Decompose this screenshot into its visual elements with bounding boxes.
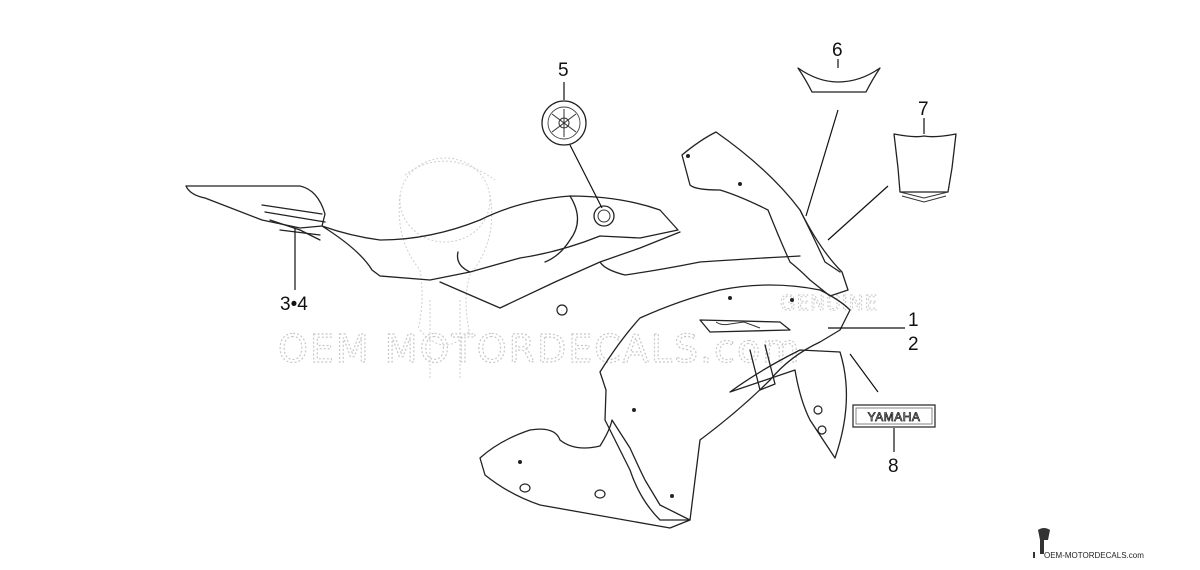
callout-1: 1: [908, 310, 919, 331]
footer-logo: OEM-MOTORDECALS.com: [1033, 528, 1144, 560]
decal-6-shape: [797, 67, 881, 93]
callout-5: 5: [558, 60, 569, 81]
upper-cowl-part: [681, 131, 849, 297]
tuning-fork-logo-icon: [551, 109, 577, 137]
watermark-mascot-icon: [398, 157, 496, 380]
side-fairing-part: [599, 284, 851, 521]
mascot-logo-icon: [1033, 528, 1050, 558]
callout-7: 7: [918, 99, 929, 120]
yamaha-emblem-decal: [541, 100, 587, 146]
callout-8: 8: [888, 456, 899, 477]
callout-2: 2: [908, 334, 919, 355]
callout-labels: 1 2 3•4 5 6 7 8: [280, 40, 929, 477]
leader-lines: [294, 59, 925, 452]
callout-3-4: 3•4: [280, 294, 308, 315]
tank-emblem-icon: [593, 205, 615, 227]
tank-and-seat-part: [321, 195, 801, 316]
watermark-main-text: OEM MOTORDECALS.com: [278, 327, 801, 371]
yamaha-decal-text: YAMAHA: [868, 410, 921, 424]
callout-6: 6: [832, 40, 843, 61]
tail-cowl-part: [185, 185, 326, 241]
watermark: OEM MOTORDECALS.com GENUINE: [277, 157, 878, 380]
lower-fairing-part: [479, 419, 691, 529]
decal-7-shape: [893, 133, 957, 203]
footer-site-text: OEM-MOTORDECALS.com: [1044, 551, 1144, 560]
yamaha-text-decal: YAMAHA: [852, 404, 936, 428]
